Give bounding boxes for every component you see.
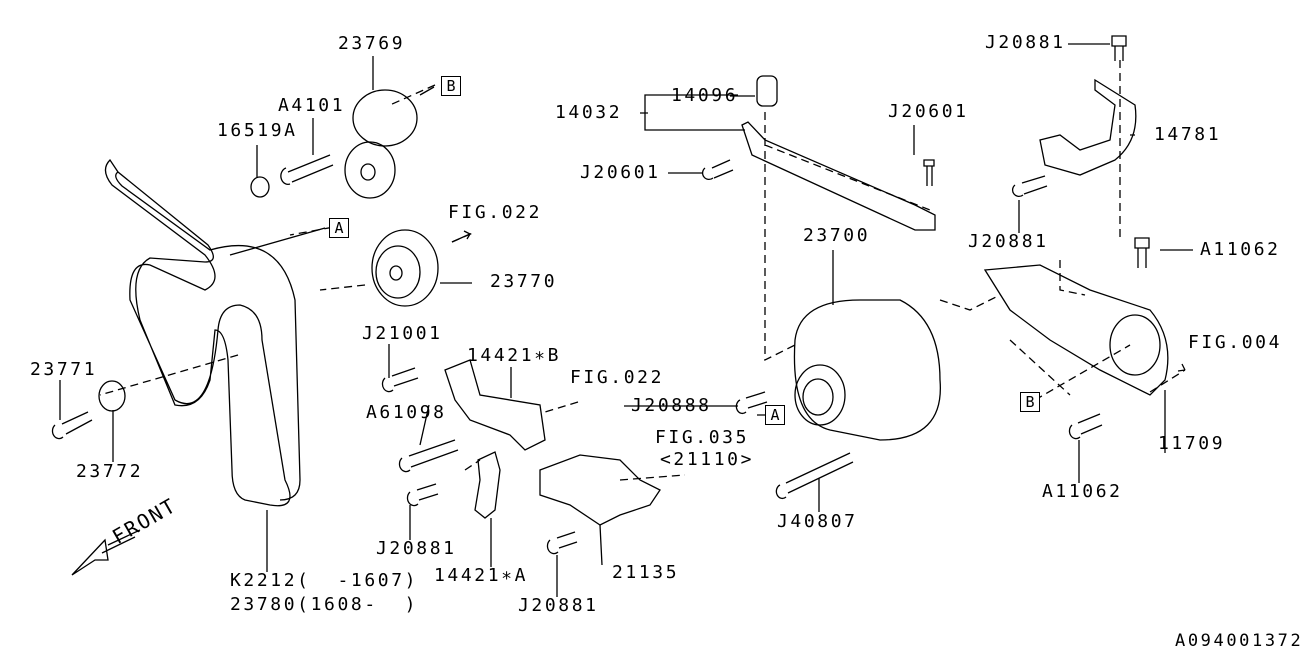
bolt-a61098 [398,439,459,473]
callout-box-b-bracket: B [1020,392,1040,412]
label-23780[interactable]: 23780(1608- ) [230,594,419,615]
tensioner-pulley [344,141,396,199]
leader-lines [59,43,1193,597]
label-a4101[interactable]: A4101 [278,95,346,116]
bracket-11709 [983,264,1169,396]
fig022-top-arrow [451,230,472,243]
bolt-j20601-left [701,159,734,181]
callout-box-a: A [329,218,349,238]
idler-pulley-hub [389,265,403,281]
label-j20881-left[interactable]: J20881 [376,538,457,559]
label-fig035[interactable]: FIG.035 [655,427,750,448]
alternator-body [793,299,941,441]
tensioner-pulley-hub [360,163,376,181]
label-23700[interactable]: 23700 [803,225,871,246]
label-14781[interactable]: 14781 [1154,124,1222,145]
bolt-a4101 [280,154,334,185]
bracket-14032 [741,121,936,231]
plate-23772 [98,380,126,412]
label-16519a[interactable]: 16519A [217,120,298,141]
fig004-arrow [1177,363,1186,372]
label-j20881-bottom[interactable]: J20881 [518,595,599,616]
label-23772[interactable]: 23772 [76,461,144,482]
label-a11062-bottom[interactable]: A11062 [1042,481,1123,502]
idler-pulley-inner [375,245,421,299]
cap-16519a [250,176,270,198]
label-11709[interactable]: 11709 [1158,433,1226,454]
label-23770[interactable]: 23770 [490,271,558,292]
drive-belt [104,158,291,507]
bolt-j20601-right [923,159,935,186]
drive-belt-inner [115,171,301,501]
label-a61098[interactable]: A61098 [366,402,447,423]
label-j20601-left[interactable]: J20601 [580,162,661,183]
label-14421b[interactable]: 14421∗B [467,345,562,366]
bolt-23771 [51,411,93,440]
bolt-a11062-top [1134,237,1150,268]
label-k2212[interactable]: K2212( -1607) [230,570,419,591]
bolt-j20881-mid [1011,175,1048,198]
label-21135[interactable]: 21135 [612,562,680,583]
callout-box-a-alternator: A [765,405,785,425]
label-21110[interactable]: <21110> [660,449,755,470]
alternator-pulley-inner [802,378,834,416]
label-j21001[interactable]: J21001 [362,323,443,344]
bracket-14781 [1039,78,1137,176]
bracket-14421a [474,451,501,519]
label-14096[interactable]: 14096 [671,85,739,106]
label-fig022-mid[interactable]: FIG.022 [570,367,665,388]
front-arrow-icon [71,529,141,576]
bolt-j40807 [775,452,854,500]
label-a11062-top[interactable]: A11062 [1200,239,1281,260]
label-14421a[interactable]: 14421∗A [434,565,529,586]
bolt-j20881-left [406,483,439,507]
tensioner-body [352,89,418,147]
bolt-a11062-bottom [1068,413,1103,440]
label-23771[interactable]: 23771 [30,359,98,380]
bolt-j21001 [381,367,419,393]
label-j20601-right[interactable]: J20601 [888,101,969,122]
label-j20881-top[interactable]: J20881 [985,32,1066,53]
callout-box-b: B [441,76,461,96]
label-fig004[interactable]: FIG.004 [1188,332,1283,353]
bushing-14096 [756,75,778,107]
label-fig022-top[interactable]: FIG.022 [448,202,543,223]
diagram-code: A094001372 [1175,631,1304,651]
bolt-j20881-bottom [546,531,578,555]
bolt-j20888 [735,391,768,415]
label-j40807[interactable]: J40807 [777,511,858,532]
bracket-14421b [444,359,546,451]
alternator-pulley [794,364,846,426]
label-23769[interactable]: 23769 [338,33,406,54]
label-j20888[interactable]: J20888 [631,395,712,416]
bolt-j20881-top [1111,35,1127,61]
label-14032[interactable]: 14032 [555,102,623,123]
idler-pulley [371,229,439,307]
cover-21135 [539,454,661,526]
label-j20881-mid[interactable]: J20881 [968,231,1049,252]
bracket-11709-boss [1109,314,1161,376]
